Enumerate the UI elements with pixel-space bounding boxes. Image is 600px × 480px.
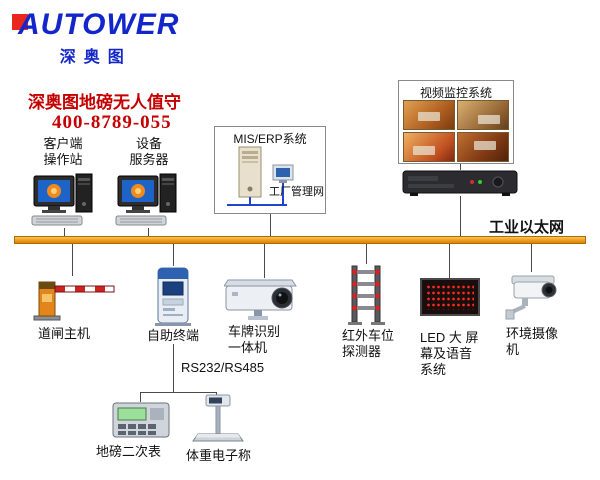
connector-line [270,214,271,236]
device-server-label: 设备 服务器 [129,136,169,167]
factory-network-label: 工厂管理网 [269,186,324,198]
page-title: 深奥图地磅无人值守 [28,93,181,112]
kiosk-label: 自助终端 [147,328,200,343]
indicator-label: 地磅二次表 [96,444,162,459]
device-server-computer-icon [114,172,184,228]
ethernet-bus-label: 工业以太网 [489,219,565,236]
video-frame-icon [403,100,455,130]
mis-erp-box: MIS/ERP系统 工厂管理网 [214,126,326,214]
kiosk-icon [153,266,193,326]
lpr-camera-icon [224,278,304,322]
connector-line [72,244,73,276]
connector-line [173,344,174,392]
connector-line [460,164,461,170]
video-system-box: 视频监控系统 [398,80,514,164]
connector-line [449,244,450,278]
video-frame-icon [457,132,509,162]
connector-line [173,244,174,266]
connector-line [366,244,367,264]
connector-line [64,228,65,236]
video-system-title: 视频监控系统 [419,86,492,100]
scale-label: 体重电子称 [186,448,252,463]
phone-number: 400-8789-055 [52,112,172,133]
connector-line [140,392,217,393]
serial-label: RS232/RS485 [181,360,265,375]
logo-brand-text: AUTOWER [18,8,180,41]
connector-line [216,392,217,396]
ir-detector-icon [344,264,388,326]
ir-detector-label: 红外车位 探测器 [342,328,395,359]
platform-scale-icon [192,394,244,444]
led-label: LED 大 屏 幕及语音 系统 [420,330,479,377]
mis-erp-server-icon [215,143,327,213]
cctv-camera-label: 环境摄像 机 [506,326,559,357]
ethernet-bus [14,236,586,244]
connector-line [531,244,532,272]
logo-red-square-icon [12,14,28,30]
lpr-label: 车牌识别 一体机 [228,324,281,355]
logo-sub-text: 深奥图 [59,49,132,66]
video-frame-icon [457,100,509,130]
connector-line [264,244,265,278]
barrier-gate-icon [32,276,116,322]
dvr-recorder-icon [402,170,518,196]
barrier-label: 道闸主机 [38,326,91,341]
connector-line [460,196,461,236]
weighbridge-indicator-icon [112,402,170,438]
client-station-computer-icon [30,172,100,228]
connector-line [148,228,149,236]
logo: AUTOWER 深奥图 [12,8,179,67]
led-display-icon [420,278,480,316]
video-frame-icon [403,132,455,162]
client-station-label: 客户端 操作站 [43,136,83,167]
mis-erp-title: MIS/ERP系统 [233,132,307,146]
cctv-camera-icon [502,272,560,320]
video-preview-grid [403,100,509,162]
connector-line [140,392,141,402]
